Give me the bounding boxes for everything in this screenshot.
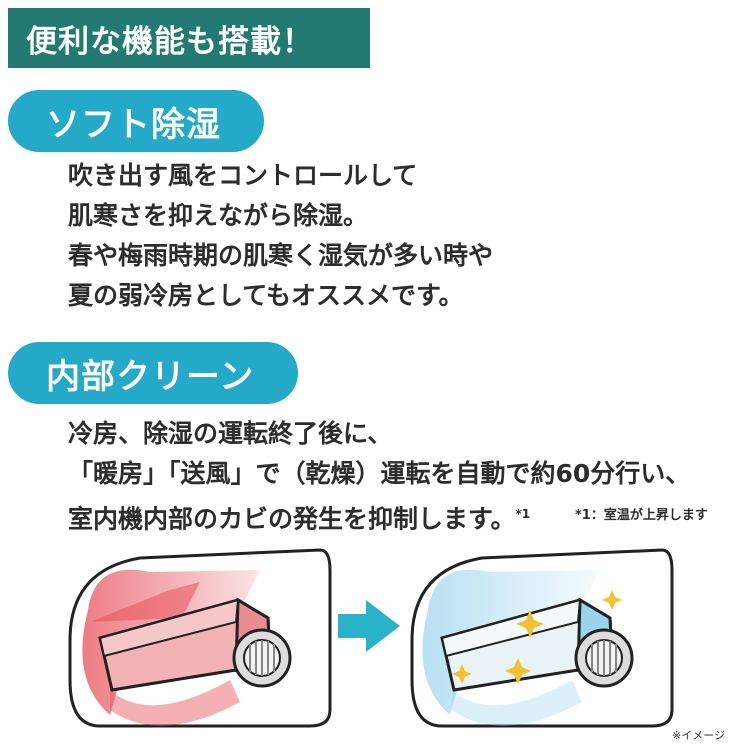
sparkle-icon — [516, 610, 544, 638]
feature-title-soft-dry: ソフト除湿 — [8, 90, 264, 152]
sparkle-icon — [505, 658, 531, 684]
footnote: *1：室温が上昇します — [575, 508, 708, 523]
page-title-banner: 便利な機能も搭載！ — [8, 8, 370, 68]
aircon-clean-icon — [410, 548, 674, 728]
feature-title-internal-clean: 内部クリーン — [8, 342, 298, 404]
feature-title-label: 内部クリーン — [46, 356, 255, 397]
footnote-marker: *1 — [515, 507, 531, 521]
description-line: 冷房、除湿の運転終了後に、 — [68, 419, 393, 448]
description-line: 室内機内部のカビの発生を抑制します。*1 — [68, 494, 690, 534]
arrow-right-icon — [338, 600, 400, 652]
feature-title-label: ソフト除湿 — [46, 104, 221, 145]
description-line: 吹き出す風をコントロールして — [68, 161, 418, 190]
feature-description-internal-clean: 冷房、除湿の運転終了後に、 「暖房」「送風」で（乾燥）運転を自動で約60分行い、… — [68, 414, 690, 534]
feature-description-soft-dry: 吹き出す風をコントロールして 肌寒さを抑えながら除湿。 春や梅雨時期の肌寒く湿気… — [68, 156, 493, 316]
page-title: 便利な機能も搭載！ — [26, 23, 314, 60]
aircon-warm-dry-icon — [68, 548, 332, 728]
description-line: 肌寒さを抑えながら除湿。 — [68, 201, 369, 230]
sparkle-icon — [602, 590, 622, 610]
description-line: 「暖房」「送風」で（乾燥）運転を自動で約60分行い、 — [68, 459, 691, 488]
image-caption: ※イメージ — [672, 729, 725, 742]
sparkle-icon — [452, 664, 472, 684]
description-line: 春や梅雨時期の肌寒く湿気が多い時や — [68, 241, 494, 270]
illustration — [68, 548, 674, 728]
description-line: 夏の弱冷房としてもオススメです。 — [68, 281, 464, 310]
description-text: 室内機内部のカビの発生を抑制します。 — [68, 504, 516, 534]
